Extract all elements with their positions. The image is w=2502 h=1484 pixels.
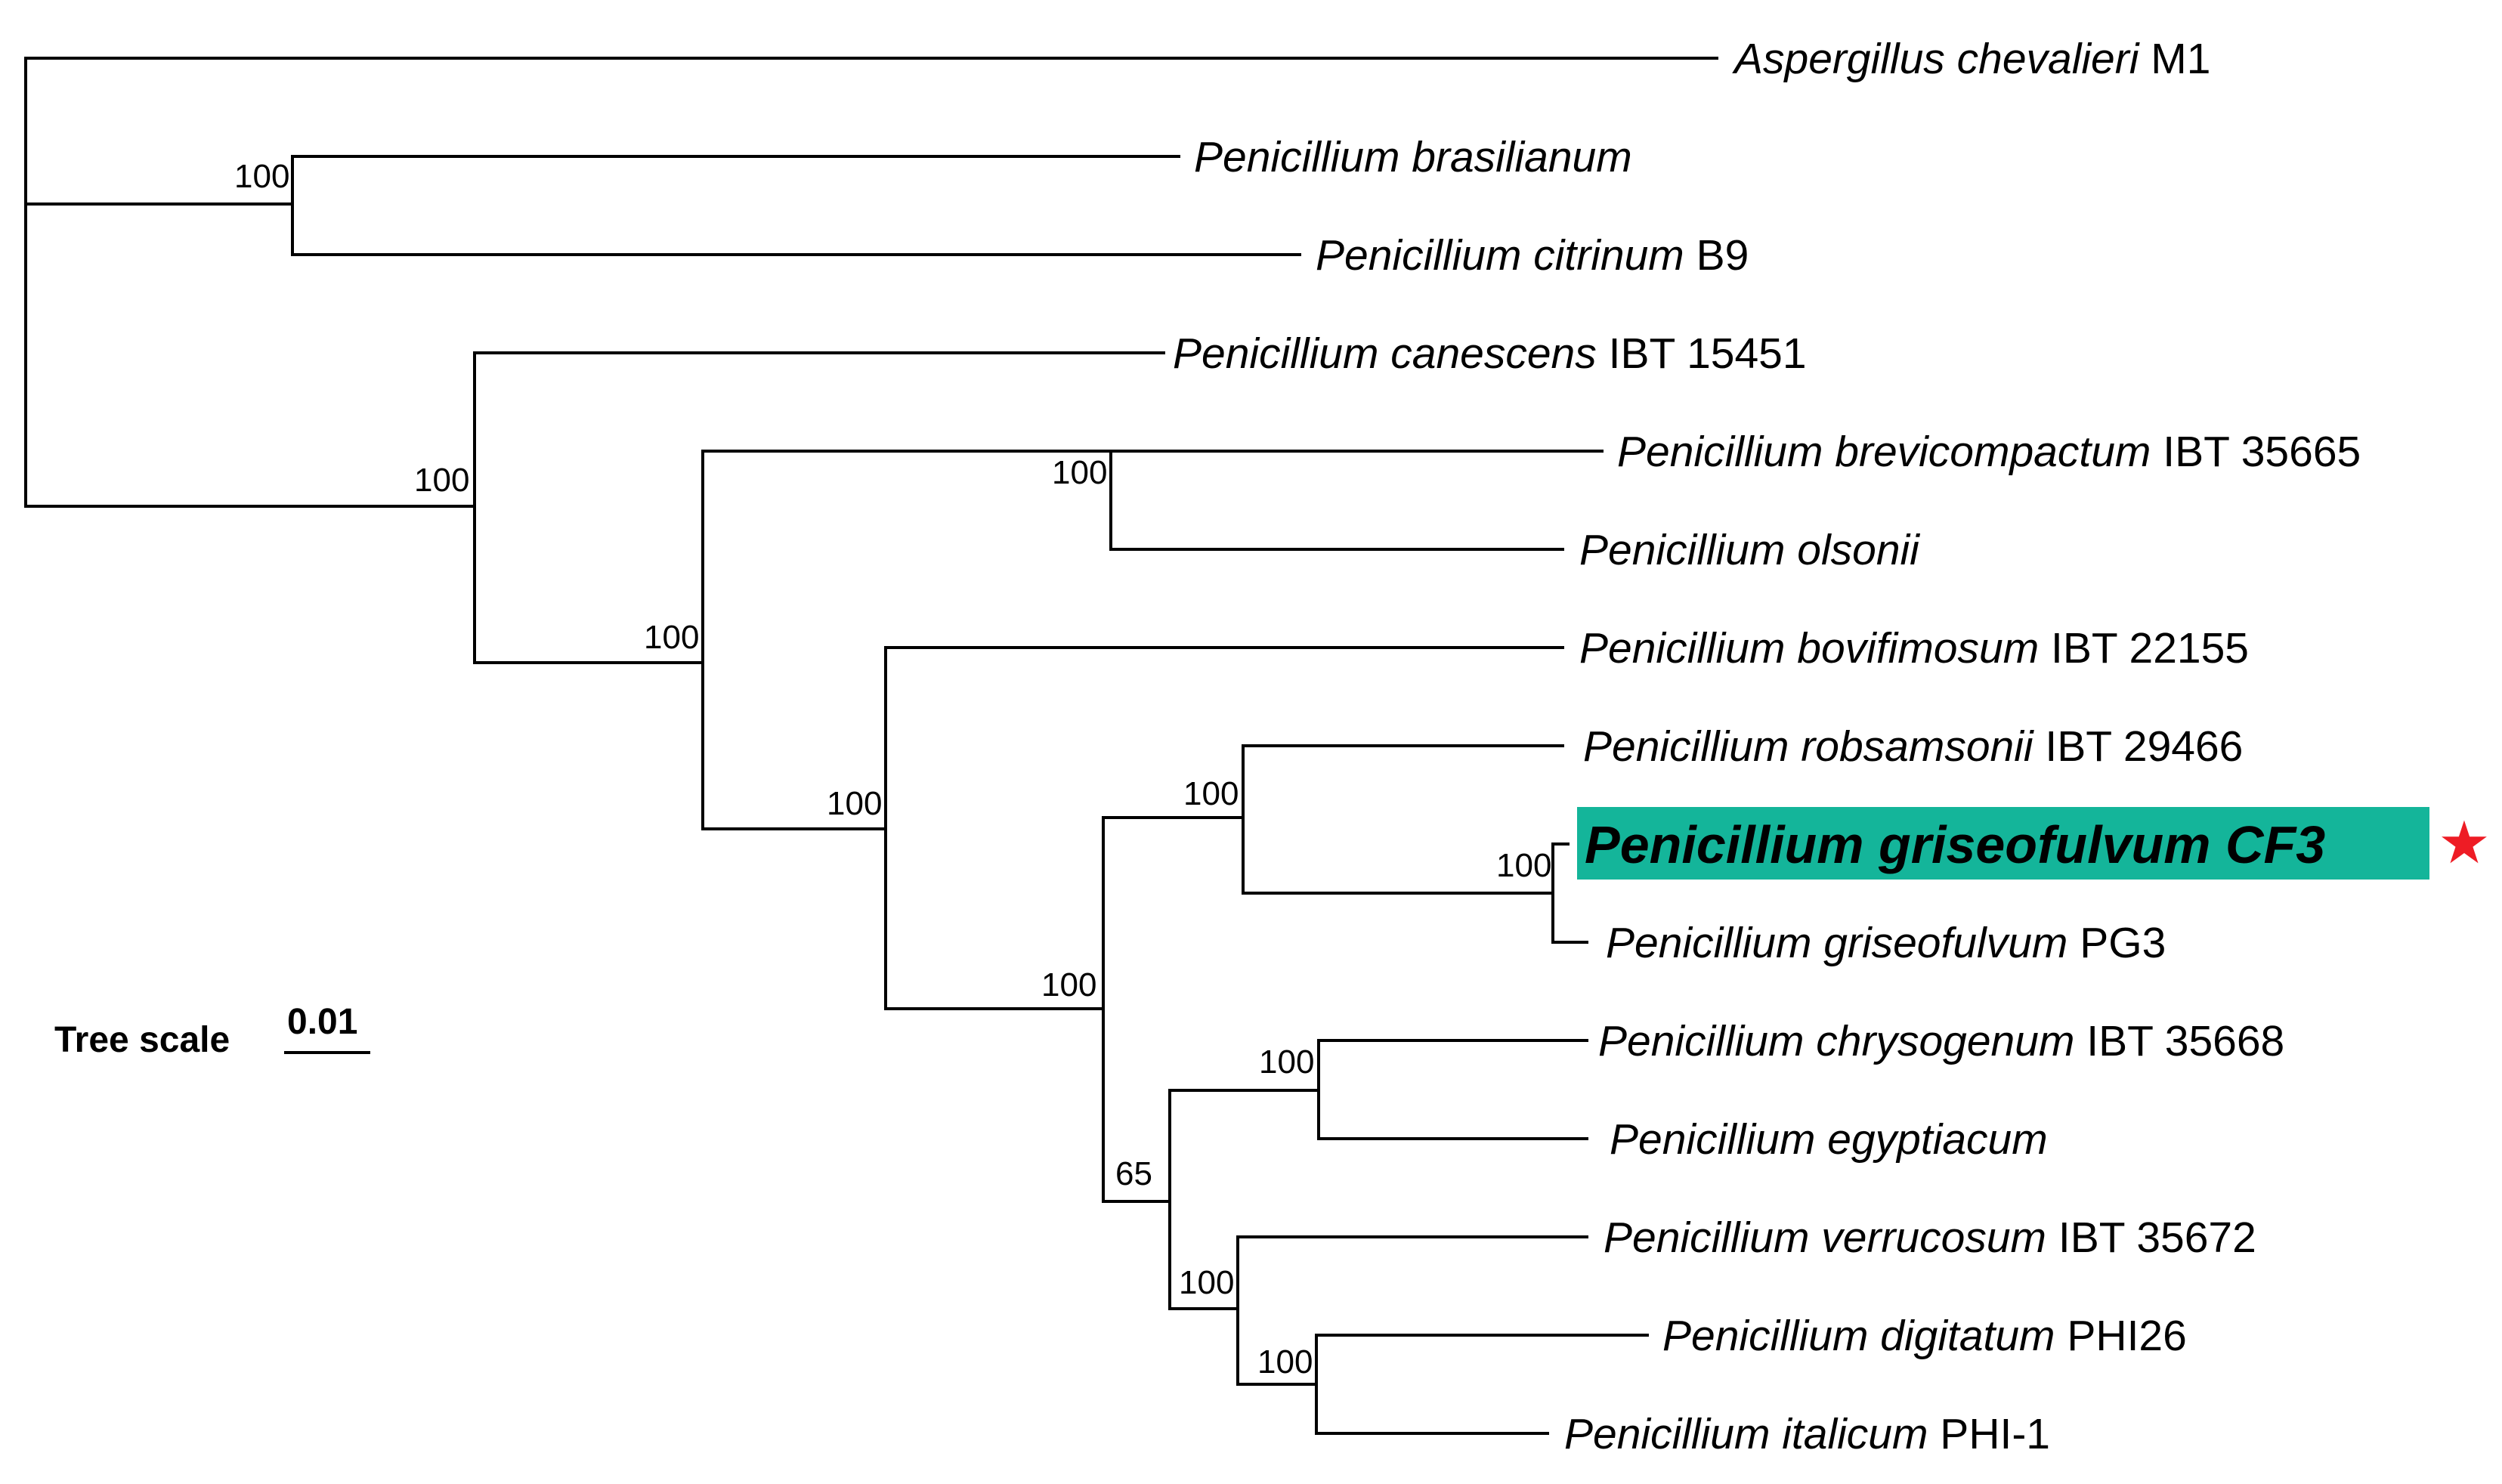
- taxon-species-name: Penicillium verrucosum: [1604, 1213, 2046, 1262]
- bootstrap-value: 65: [1115, 1155, 1152, 1192]
- taxon-species-name: Penicillium italicum: [1564, 1410, 1928, 1458]
- taxon-label: Penicillium robsamsonii IBT 29466: [1583, 722, 2243, 771]
- taxon-label: Penicillium griseofulvum PG3: [1606, 919, 2166, 967]
- taxon-label: Penicillium brasilianum: [1194, 133, 1632, 181]
- taxon-species-name: Penicillium griseofulvum: [1606, 919, 2067, 967]
- taxon-species-name: Penicillium brasilianum: [1194, 133, 1632, 181]
- taxon-label: Penicillium brevicompactum IBT 35665: [1617, 428, 2361, 476]
- taxon-strain: IBT 35672: [2046, 1213, 2256, 1262]
- bootstrap-value: 100: [644, 619, 699, 656]
- taxon-species-name: Penicillium brevicompactum: [1617, 428, 2151, 476]
- taxon-species-name: Aspergillus chevalieri: [1732, 35, 2140, 83]
- red-star-icon: ★: [2438, 809, 2491, 877]
- taxon-strain: PHI26: [2055, 1312, 2187, 1360]
- taxon-strain: PHI-1: [1928, 1410, 2050, 1458]
- taxon-label: Aspergillus chevalieri M1: [1732, 35, 2210, 83]
- taxon-strain: IBT 29466: [2033, 722, 2244, 771]
- taxon-species-name: Penicillium olsonii: [1579, 526, 1920, 574]
- tree-scale-value: 0.01: [287, 1002, 357, 1042]
- taxon-label: Penicillium olsonii: [1579, 526, 1920, 574]
- bootstrap-value: 100: [1257, 1343, 1313, 1380]
- taxon-strain: IBT 35665: [2151, 428, 2361, 476]
- taxon-label: Penicillium citrinum B9: [1316, 231, 1749, 280]
- taxon-strain: M1: [2139, 35, 2210, 83]
- taxon-label: Penicillium verrucosum IBT 35672: [1604, 1213, 2256, 1262]
- taxon-label: Penicillium chrysogenum IBT 35668: [1598, 1017, 2284, 1065]
- taxon-strain: IBT 35668: [2074, 1017, 2284, 1065]
- bootstrap-value: 100: [1041, 966, 1096, 1003]
- tree-scale: Tree scale 0.01: [54, 1002, 370, 1060]
- tree-branches: [24, 57, 1718, 1435]
- bootstrap-value: 100: [1183, 775, 1239, 812]
- taxon-label: Penicillium bovifimosum IBT 22155: [1579, 624, 2249, 672]
- bootstrap-value: 100: [1259, 1043, 1314, 1081]
- bootstrap-value: 100: [414, 462, 469, 499]
- taxon-species-name: Penicillium citrinum: [1316, 231, 1684, 280]
- taxon-species-name: Penicillium canescens: [1173, 329, 1597, 378]
- taxon-species-name: Penicillium digitatum: [1662, 1312, 2055, 1360]
- taxon-strain: IBT 15451: [1597, 329, 1807, 378]
- taxon-label: Penicillium egyptiacum: [1610, 1115, 2048, 1164]
- taxon-species-name: Penicillium chrysogenum: [1598, 1017, 2074, 1065]
- taxon-label: Penicillium canescens IBT 15451: [1173, 329, 1807, 378]
- taxon-strain: IBT 22155: [2039, 624, 2249, 672]
- taxon-label-highlighted: Penicillium griseofulvum CF3: [1585, 815, 2325, 874]
- tree-scale-title: Tree scale: [54, 1020, 230, 1060]
- highlight-box: [1577, 807, 2429, 880]
- bootstrap-value: 100: [1052, 454, 1107, 491]
- taxon-strain: PG3: [2067, 919, 2166, 967]
- bootstrap-value: 100: [1179, 1264, 1234, 1301]
- taxon-species-name: Penicillium egyptiacum: [1610, 1115, 2048, 1164]
- taxon-label: Penicillium italicum PHI-1: [1564, 1410, 2050, 1458]
- bootstrap-value: 100: [827, 785, 882, 822]
- taxon-species-name: Penicillium bovifimosum: [1579, 624, 2039, 672]
- bootstrap-value: 100: [234, 158, 289, 195]
- taxon-species-name: Penicillium robsamsonii: [1583, 722, 2034, 771]
- taxon-label: Penicillium digitatum PHI26: [1662, 1312, 2187, 1360]
- bootstrap-value: 100: [1496, 847, 1551, 884]
- taxon-strain: B9: [1684, 231, 1749, 280]
- bootstrap-values: 100 100 100 100 100 100 100 100 65 100 100 100: [234, 158, 1551, 1380]
